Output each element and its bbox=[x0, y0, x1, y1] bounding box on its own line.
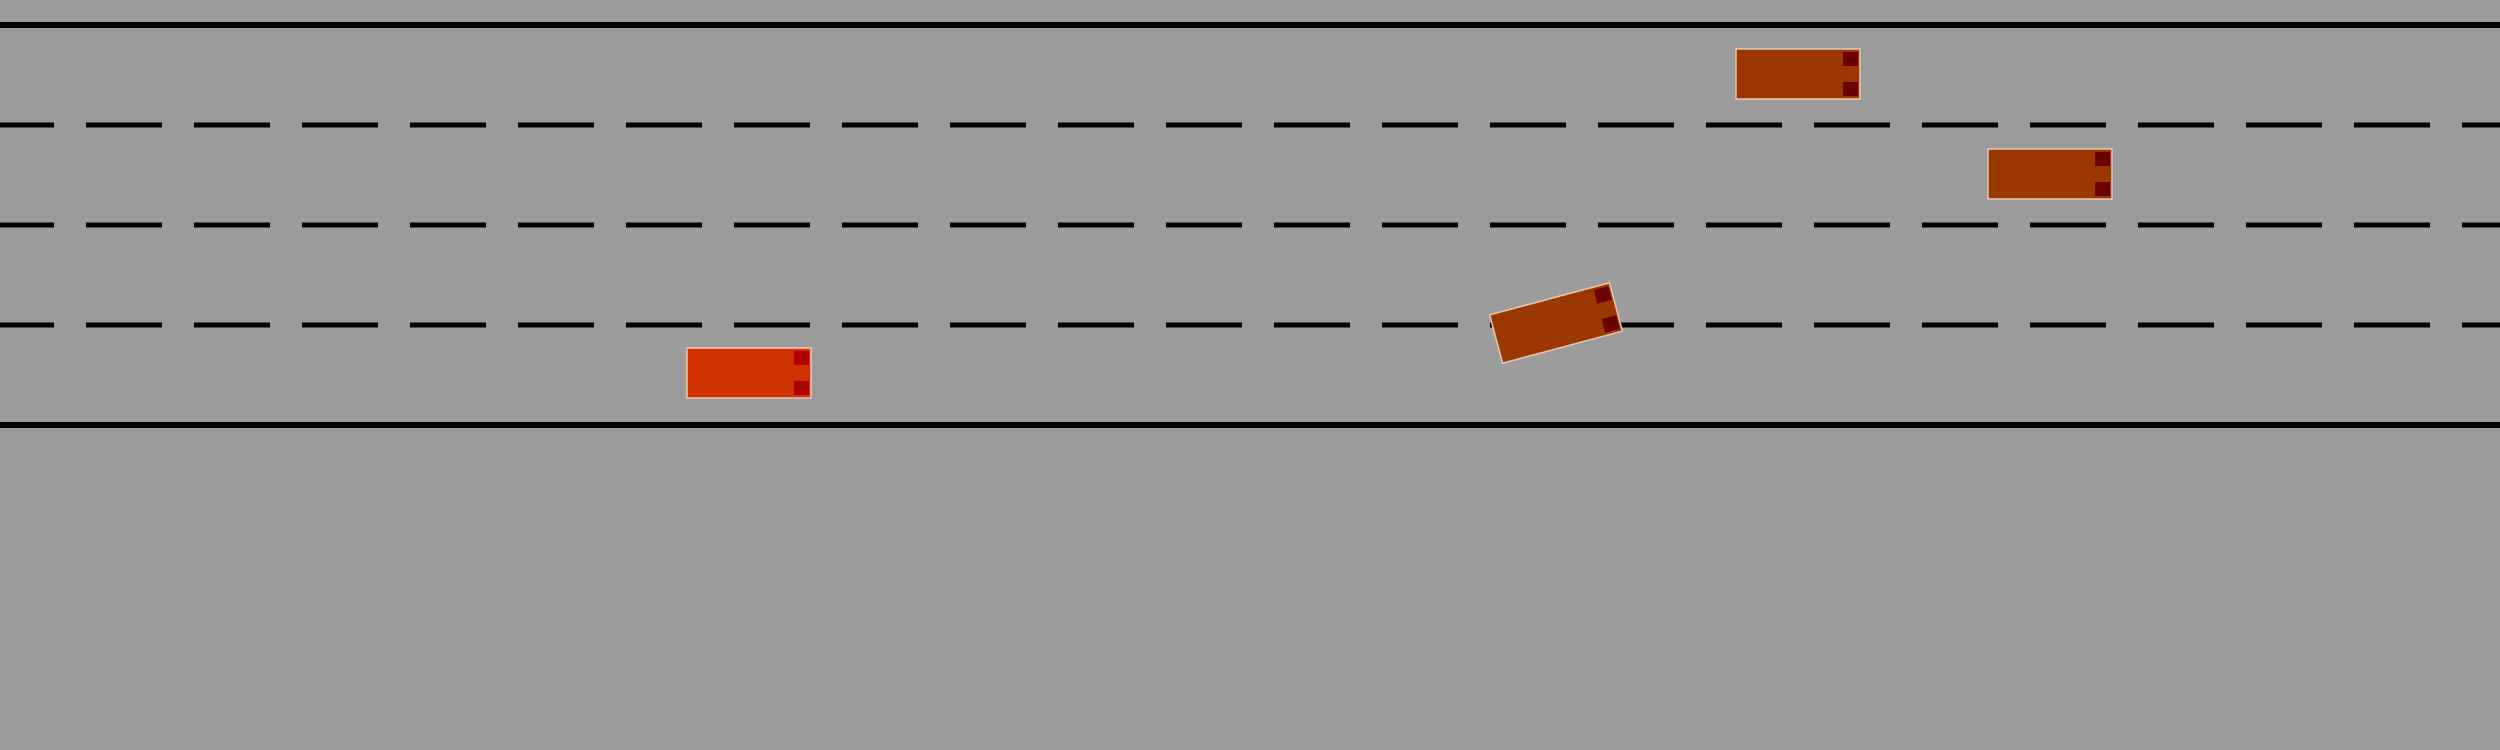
left-headlight bbox=[1843, 52, 1858, 66]
vehicle-car-3 bbox=[1488, 281, 1624, 365]
lane-markings bbox=[0, 22, 2500, 428]
vehicles bbox=[686, 48, 2113, 399]
right-headlight bbox=[794, 381, 809, 395]
left-headlight bbox=[794, 351, 809, 365]
vehicle-ego bbox=[686, 347, 812, 399]
vehicle-body bbox=[1987, 148, 2113, 200]
vehicle-body bbox=[1488, 281, 1624, 365]
vehicle-body bbox=[686, 347, 812, 399]
vehicle-body bbox=[1735, 48, 1861, 100]
vehicle-car-1 bbox=[1735, 48, 1861, 100]
right-headlight bbox=[2095, 182, 2110, 196]
vehicle-car-2 bbox=[1987, 148, 2113, 200]
right-headlight bbox=[1843, 82, 1858, 96]
left-headlight bbox=[2095, 152, 2110, 166]
right-headlight bbox=[1601, 315, 1620, 333]
left-headlight bbox=[1593, 286, 1612, 304]
